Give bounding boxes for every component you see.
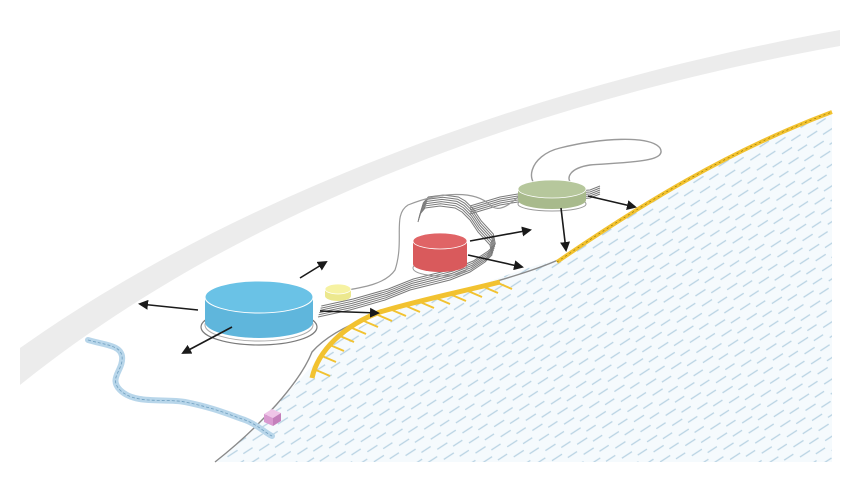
pier-tick xyxy=(315,369,331,377)
pier-tick xyxy=(451,294,467,302)
arrow-blue-east xyxy=(319,307,380,318)
blue-zone xyxy=(200,280,318,346)
pier-hatching xyxy=(315,282,513,377)
pier-tick xyxy=(467,290,483,298)
green-zone xyxy=(517,179,587,212)
pier-tick xyxy=(435,297,451,305)
red-zone xyxy=(412,232,468,277)
arrow-blue-northeast xyxy=(299,260,328,279)
pier-tick xyxy=(329,344,345,352)
cube-icon xyxy=(264,409,281,426)
pier-tick xyxy=(363,320,379,328)
sea-area xyxy=(215,112,832,462)
arrow-red-southeast xyxy=(467,254,524,271)
flow-arrows xyxy=(138,195,637,354)
pier-tick xyxy=(483,286,499,294)
pier-tick xyxy=(391,309,407,317)
yellow-pier xyxy=(309,279,501,379)
track-line xyxy=(319,201,494,314)
pier-tick xyxy=(497,282,513,290)
pier-tick xyxy=(321,355,337,363)
arrow-blue-west xyxy=(138,299,199,311)
arrow-blue-southwest xyxy=(181,326,233,354)
loop-path xyxy=(530,138,662,193)
pier-tick xyxy=(377,314,393,322)
arrow-green-east xyxy=(587,195,637,211)
pier-tick xyxy=(419,301,435,309)
arrow-green-south xyxy=(560,207,571,252)
pier-tick xyxy=(339,335,355,343)
yellow-zone xyxy=(324,283,352,301)
track-line xyxy=(319,198,495,311)
arrow-red-northeast xyxy=(469,226,532,242)
pier-tick xyxy=(405,305,421,313)
river xyxy=(85,337,275,439)
pier-tick xyxy=(351,327,367,335)
track-line xyxy=(320,196,496,309)
